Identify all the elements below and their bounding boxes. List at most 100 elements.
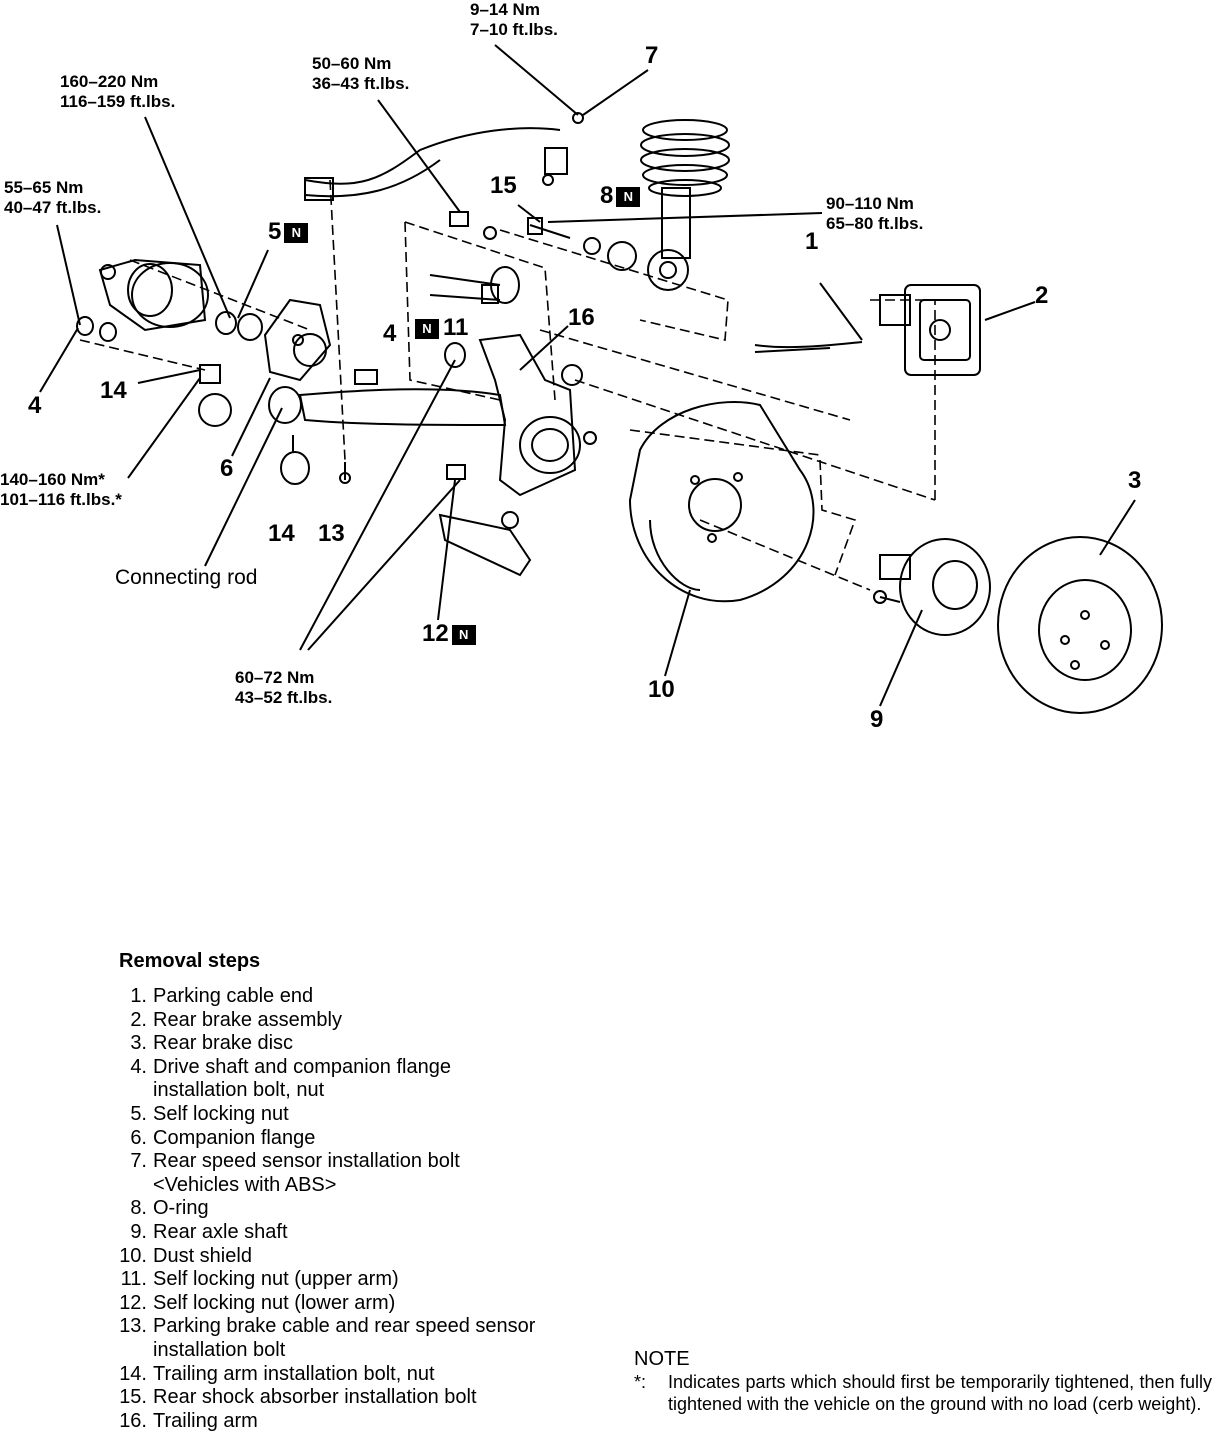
shock-absorber bbox=[661, 187, 691, 259]
removal-step: 7.Rear speed sensor installation bolt <V… bbox=[105, 1150, 605, 1197]
trailing-arm bbox=[298, 266, 597, 497]
leader-1 bbox=[819, 282, 863, 341]
sensor-bolt bbox=[572, 112, 584, 124]
self-locking-nut-5 bbox=[215, 311, 237, 335]
removal-step-number: 4. bbox=[130, 1055, 147, 1078]
removal-step-text: Rear brake assembly bbox=[153, 1008, 342, 1031]
callout-16: 16 bbox=[568, 304, 595, 331]
torque-label-5: 160–220 Nm 116–159 ft.lbs. bbox=[60, 72, 175, 112]
removal-step: 16.Trailing arm bbox=[105, 1410, 605, 1434]
leader-7-torque bbox=[494, 44, 579, 116]
removal-step-text: Self locking nut bbox=[153, 1102, 289, 1125]
suspension-exploded-diagram bbox=[39, 44, 1163, 714]
removal-step: 1.Parking cable end bbox=[105, 985, 605, 1009]
callout-7: 7 bbox=[645, 42, 659, 69]
removal-step-number: 2. bbox=[130, 1008, 147, 1031]
removal-step-text: Drive shaft and companion flange install… bbox=[153, 1055, 451, 1102]
leader-torque-60-a bbox=[299, 359, 456, 651]
removal-step-text: Parking brake cable and rear speed senso… bbox=[153, 1315, 536, 1361]
callout-13: 13 bbox=[318, 520, 345, 547]
removal-step-text: Rear speed sensor installation bolt <Veh… bbox=[153, 1150, 460, 1196]
removal-step-number: 8. bbox=[130, 1197, 147, 1220]
harness-clip bbox=[304, 177, 334, 201]
bushing-lower bbox=[280, 451, 310, 485]
removal-step: 12.Self locking nut (lower arm) bbox=[105, 1292, 605, 1316]
note-asterisk: *: bbox=[634, 1372, 647, 1392]
removal-step-number: 13. bbox=[119, 1315, 147, 1338]
removal-step-number: 15. bbox=[119, 1386, 147, 1409]
removal-step: 4. Drive shaft and companion flange insta… bbox=[105, 1056, 605, 1103]
leader-4a bbox=[39, 327, 79, 393]
callout-12-number: 12 bbox=[422, 620, 449, 647]
removal-step: 15. Rear shock absorber installation bolt bbox=[105, 1386, 605, 1410]
torque-ftlbs: 43–52 ft.lbs. bbox=[235, 688, 333, 707]
removal-step-text: O-ring bbox=[153, 1197, 209, 1220]
callout-11-number: 11 bbox=[443, 314, 469, 341]
new-part-badge: N bbox=[284, 223, 309, 243]
leader-connecting-rod bbox=[204, 407, 283, 567]
torque-ftlbs: 7–10 ft.lbs. bbox=[470, 20, 558, 39]
connecting-rod-label: Connecting rod bbox=[115, 566, 258, 589]
self-locking-nut-11 bbox=[444, 342, 466, 368]
torque-label-14: 140–160 Nm* 101–116 ft.lbs.* bbox=[0, 470, 122, 510]
note-text: Indicates parts which should first be te… bbox=[668, 1372, 1212, 1414]
assembly-dashed-lines bbox=[79, 179, 936, 591]
removal-step: 3.Rear brake disc bbox=[105, 1032, 605, 1056]
torque-label-15-nut: 50–60 Nm 36–43 ft.lbs. bbox=[312, 54, 409, 94]
removal-step: 5. Self locking nut bbox=[105, 1103, 605, 1127]
dust-shield bbox=[628, 401, 815, 603]
callout-5-number: 5 bbox=[268, 218, 282, 245]
flange-nut bbox=[76, 316, 94, 336]
removal-steps-title: Removal steps bbox=[119, 950, 261, 972]
leader-torque-140 bbox=[127, 377, 201, 479]
leader-torque-60-b bbox=[307, 479, 461, 651]
leader-torque-50 bbox=[377, 99, 461, 213]
removal-step-text: Dust shield bbox=[153, 1244, 252, 1267]
leader-15 bbox=[517, 204, 541, 223]
callout-2: 2 bbox=[1035, 282, 1049, 309]
o-ring bbox=[542, 174, 554, 186]
callout-6: 6 bbox=[220, 455, 234, 482]
removal-step-number: 5. bbox=[130, 1102, 147, 1125]
brake-caliper bbox=[879, 284, 981, 376]
rear-axle-shaft bbox=[873, 538, 991, 636]
bolt-4b bbox=[354, 369, 378, 385]
removal-step-text: Self locking nut (lower arm) bbox=[153, 1291, 396, 1314]
callout-14-upper: 14 bbox=[100, 377, 127, 404]
leader-6 bbox=[231, 377, 271, 457]
callout-14-lower: 14 bbox=[268, 520, 295, 547]
removal-step-number: 10. bbox=[119, 1244, 147, 1267]
torque-label-4: 55–65 Nm 40–47 ft.lbs. bbox=[4, 178, 101, 218]
removal-step-number: 11. bbox=[120, 1268, 147, 1291]
removal-step-text: Companion flange bbox=[153, 1126, 316, 1149]
callout-3: 3 bbox=[1128, 467, 1142, 494]
leader-9 bbox=[879, 609, 923, 707]
callout-4-right: 4 bbox=[383, 320, 397, 347]
new-part-badge: N bbox=[415, 319, 439, 339]
removal-step-number: 14. bbox=[119, 1362, 147, 1385]
shock-bolt bbox=[529, 224, 571, 239]
bushing bbox=[198, 393, 232, 427]
torque-nm: 50–60 Nm bbox=[312, 54, 392, 73]
removal-step-text: Rear brake disc bbox=[153, 1032, 294, 1055]
callout-10: 10 bbox=[648, 676, 675, 703]
torque-ftlbs: 40–47 ft.lbs. bbox=[4, 198, 102, 217]
note-heading: NOTE bbox=[634, 1348, 690, 1370]
leader-14a bbox=[137, 369, 201, 384]
leader-3 bbox=[1099, 499, 1136, 556]
removal-step-text: Rear shock absorber installation bolt bbox=[153, 1386, 477, 1409]
removal-step: 13. Parking brake cable and rear speed se… bbox=[105, 1315, 605, 1362]
note-block: NOTE *: Indicates parts which should fir… bbox=[634, 1348, 1212, 1415]
removal-step: 14. Trailing arm installation bolt, nut bbox=[105, 1363, 605, 1387]
callout-8-number: 8 bbox=[600, 182, 614, 209]
removal-step-text: Trailing arm installation bolt, nut bbox=[153, 1362, 435, 1385]
new-part-badge: N bbox=[616, 187, 641, 207]
leader-10 bbox=[664, 589, 691, 677]
speed-sensor bbox=[544, 147, 568, 175]
shock-eye bbox=[647, 249, 689, 291]
callout-1: 1 bbox=[805, 228, 819, 255]
